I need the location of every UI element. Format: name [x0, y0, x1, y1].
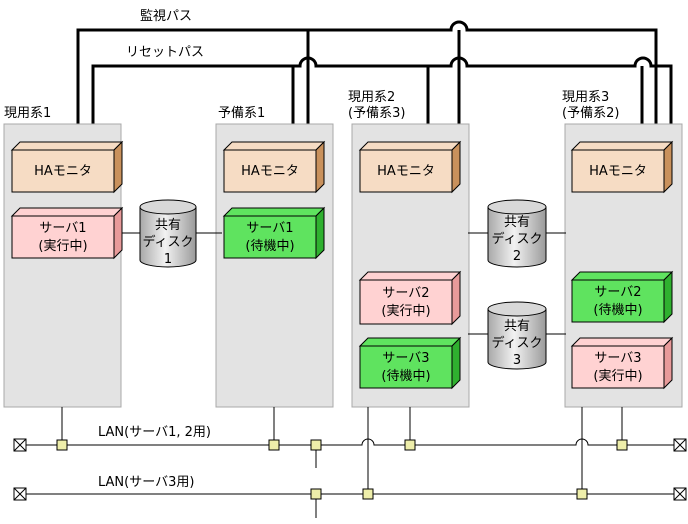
lan-terminators: [13, 438, 687, 501]
server1-active-box: サーバ1 (実行中): [10, 206, 124, 260]
ha-monitor-label-3: HAモニタ: [377, 164, 435, 179]
ha-monitor-box-4: HAモニタ: [570, 140, 674, 194]
reset-bus-label: リセットパス: [126, 45, 204, 60]
server3-active-box: サーバ3 (実行中): [570, 336, 674, 390]
node-subtitle-active2: (予備系3): [348, 105, 405, 121]
disk2-line2: ディスク: [491, 231, 542, 247]
server2-active-state: (実行中): [381, 303, 430, 319]
disk1-line3: 1: [164, 252, 172, 267]
server1-standby-box: サーバ1 (待機中): [222, 206, 326, 260]
node-title-active3: 現用系3: [562, 90, 609, 105]
lan-lines: [20, 407, 680, 518]
node-subtitle-active3: (予備系2): [562, 105, 619, 121]
ha-monitor-label-2: HAモニタ: [241, 164, 299, 179]
disk3-line2: ディスク: [491, 335, 542, 351]
disk3-line3: 3: [513, 353, 521, 368]
monitor-bus-label: 監視パス: [140, 8, 192, 24]
lan1-label: LAN(サーバ1, 2用): [98, 425, 211, 440]
ha-monitor-label-1: HAモニタ: [34, 164, 92, 179]
disk1-line1: 共有: [155, 218, 181, 233]
server3-standby-state: (待機中): [381, 369, 430, 384]
shared-disk-3: 共有 ディスク 3: [487, 301, 547, 370]
node-title-active2: 現用系2: [348, 90, 395, 105]
disk-links: [120, 232, 566, 335]
server2-standby-box: サーバ2 (待機中): [570, 270, 674, 324]
server1-standby-name: サーバ1: [246, 221, 293, 236]
lan-connectors: [56, 439, 628, 500]
ha-monitor-box-2: HAモニタ: [222, 140, 326, 194]
disk3-line1: 共有: [504, 319, 530, 334]
server3-active-name: サーバ3: [594, 351, 641, 366]
server1-active-state: (実行中): [38, 238, 87, 254]
disk2-line1: 共有: [504, 215, 530, 230]
ha-monitor-box-1: HAモニタ: [10, 140, 124, 194]
server2-standby-state: (待機中): [593, 303, 642, 318]
node-title-standby1: 予備系1: [218, 105, 265, 121]
shared-disk-2: 共有 ディスク 2: [487, 199, 547, 268]
ha-monitor-box-3: HAモニタ: [358, 140, 462, 194]
server2-standby-name: サーバ2: [594, 285, 641, 300]
reset-bus: [91, 56, 673, 124]
monitor-bus: [76, 20, 658, 124]
disk2-line3: 2: [513, 249, 521, 264]
disk1-line2: ディスク: [142, 234, 193, 250]
server1-active-name: サーバ1: [39, 221, 86, 236]
server2-active-name: サーバ2: [382, 286, 429, 301]
server2-active-box: サーバ2 (実行中): [358, 270, 462, 326]
ha-monitor-label-4: HAモニタ: [589, 164, 647, 179]
lan2-label: LAN(サーバ3用): [98, 475, 194, 490]
server3-standby-box: サーバ3 (待機中): [358, 336, 462, 390]
node-title-active1: 現用系1: [4, 106, 51, 121]
shared-disk-1: 共有 ディスク 1: [139, 199, 197, 268]
server1-standby-state: (待機中): [245, 239, 294, 254]
server3-standby-name: サーバ3: [382, 351, 429, 366]
server3-active-state: (実行中): [593, 368, 642, 384]
